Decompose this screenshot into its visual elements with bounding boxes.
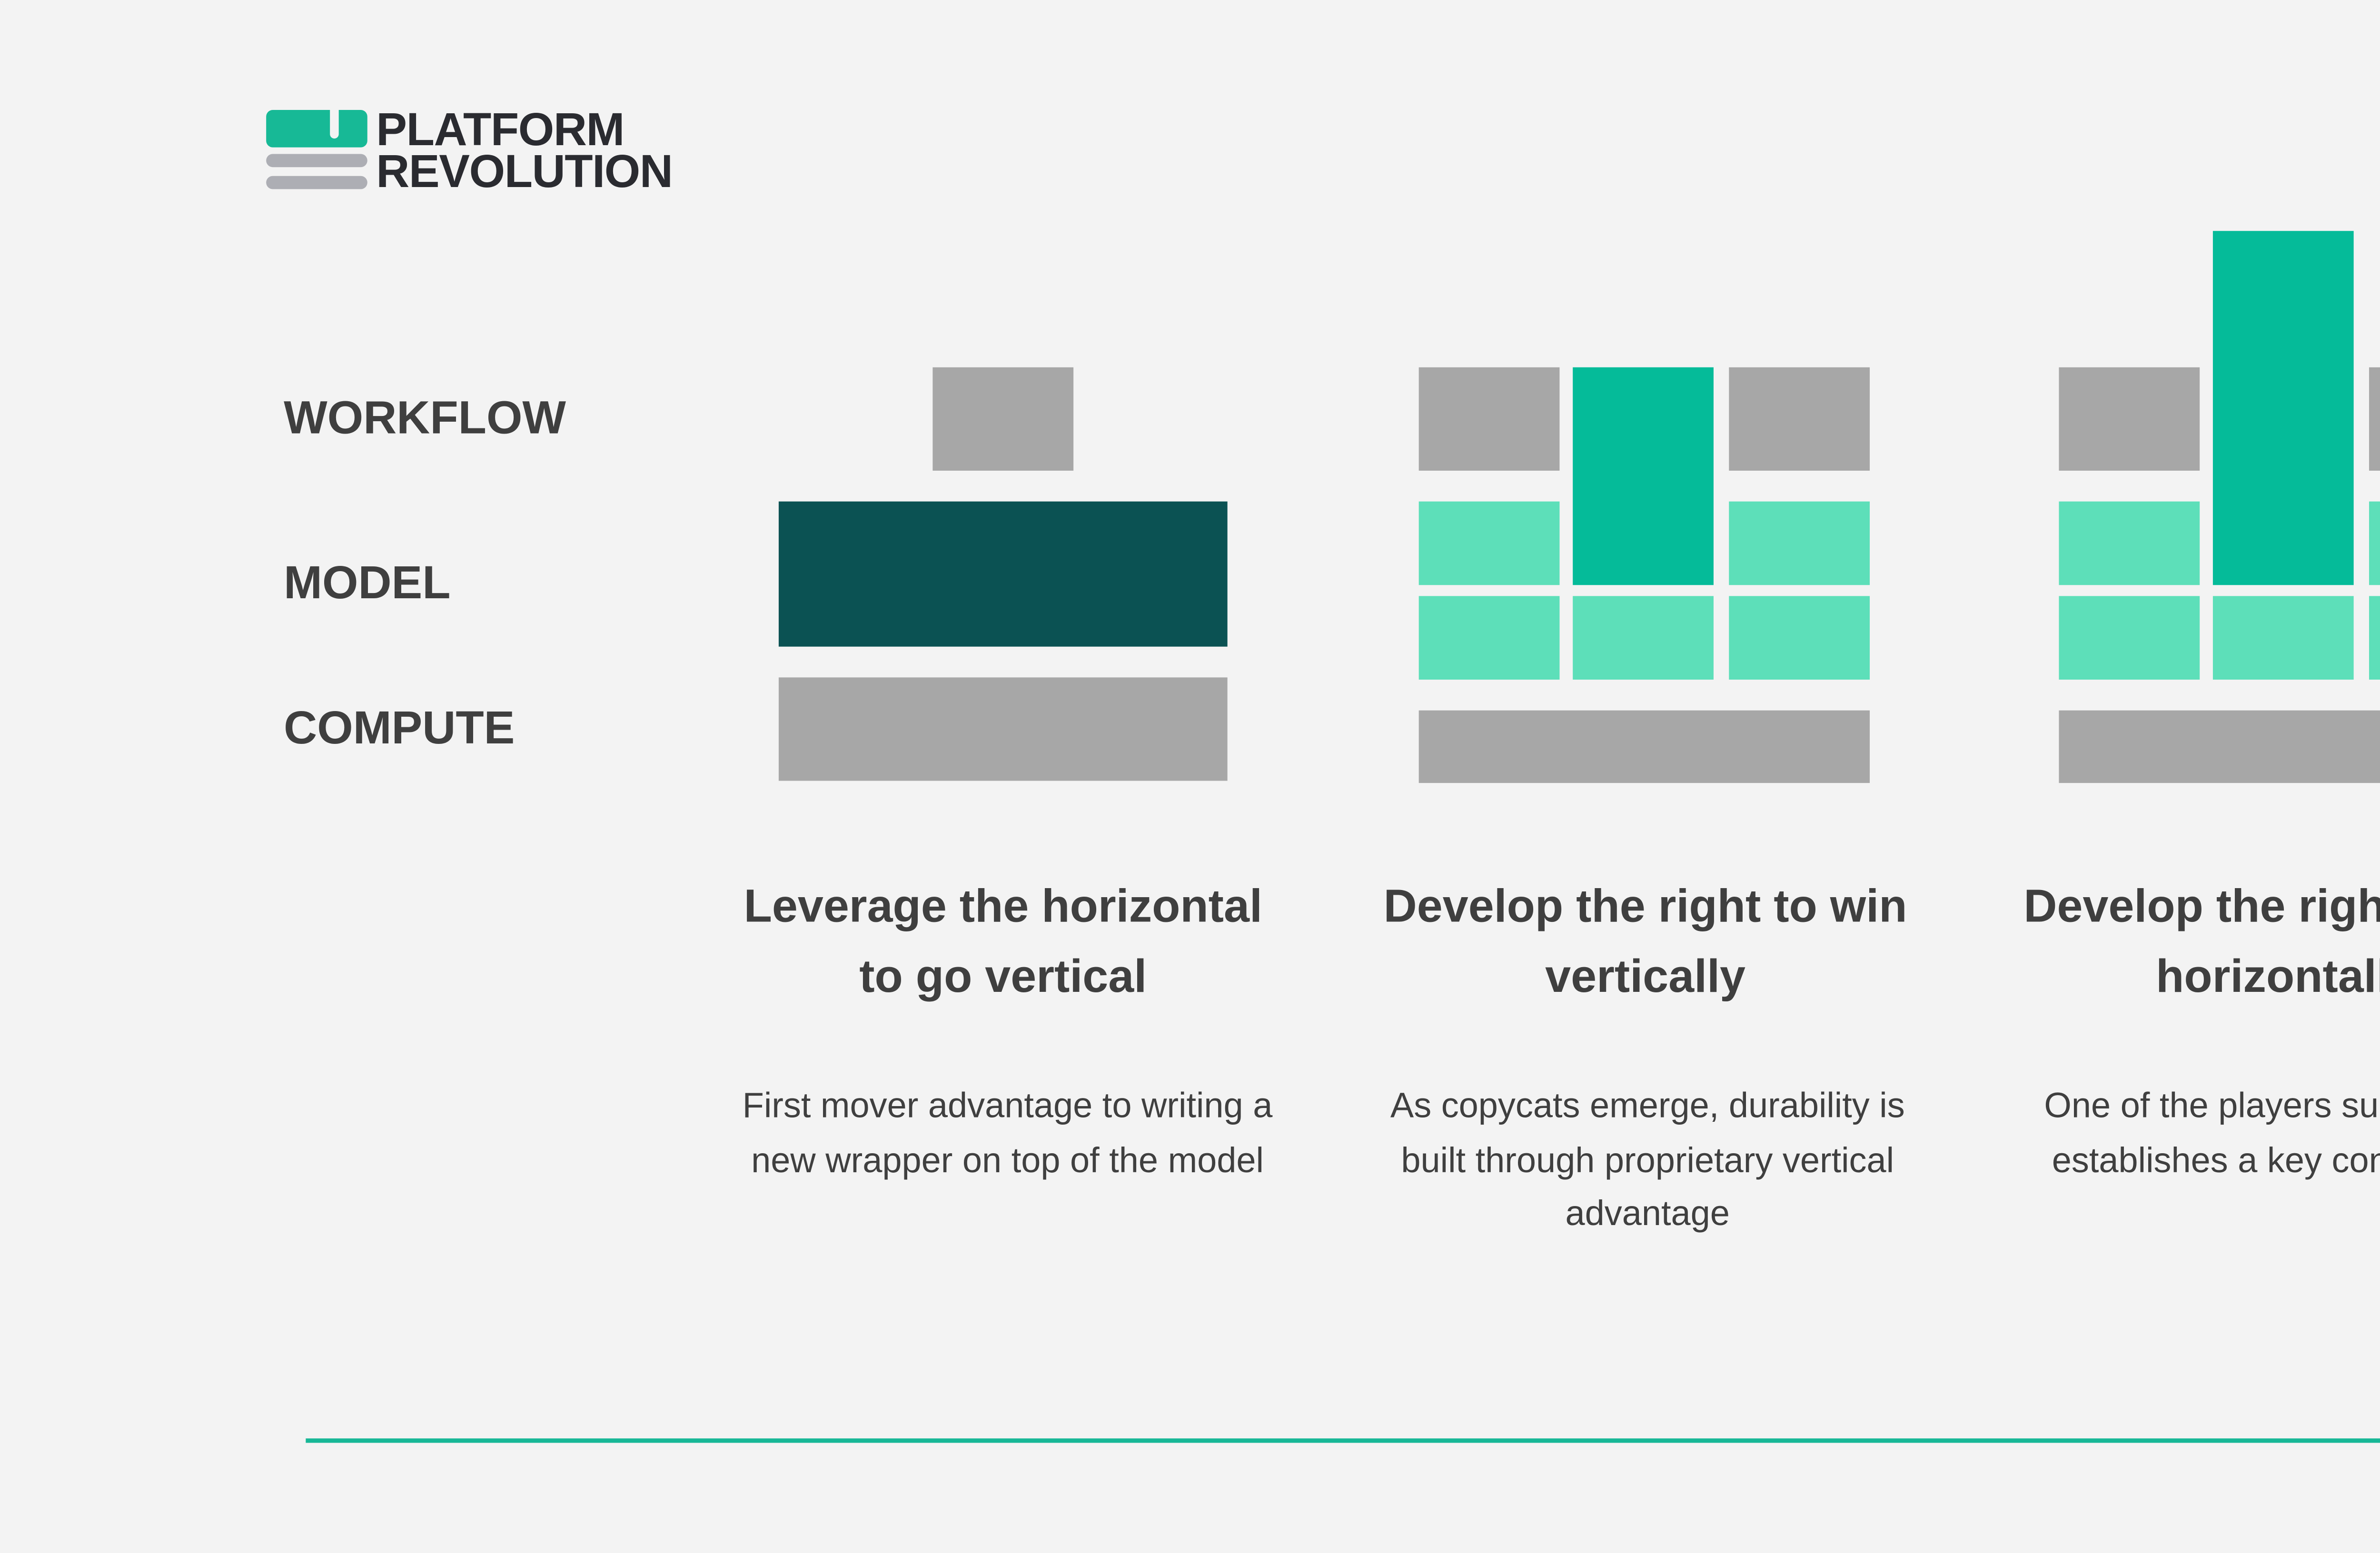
model-block xyxy=(1729,596,1870,680)
description-line: establishes a key control point xyxy=(2052,1142,2380,1180)
description-line: First mover advantage to writing a xyxy=(742,1088,1273,1127)
model-block xyxy=(1418,596,1560,680)
model-block xyxy=(2059,501,2200,585)
layer-label-compute: COMPUTE xyxy=(284,703,515,755)
layer-label-workflow: WORKFLOW xyxy=(284,394,566,445)
description-line: new wrapper on top of the model xyxy=(751,1142,1264,1180)
description-line: built through proprietary vertical xyxy=(1401,1142,1894,1180)
vertical-block-tall xyxy=(1573,367,1714,585)
model-block xyxy=(1418,501,1560,585)
column-1-description: First mover advantage to writing a new w… xyxy=(677,1082,1337,1190)
layer-label-model: MODEL xyxy=(284,558,451,610)
title-line: to go vertical xyxy=(859,952,1147,1003)
compute-block xyxy=(2059,710,2380,783)
title-line: horizontally xyxy=(2156,952,2380,1003)
title-line: Leverage the horizontal xyxy=(744,882,1262,933)
column-3-title: Develop the right to win horizontally xyxy=(1955,873,2380,1014)
workflow-block-left xyxy=(2059,367,2200,471)
workflow-block-right xyxy=(2369,367,2380,471)
model-block xyxy=(2369,501,2380,585)
model-block xyxy=(1573,596,1714,680)
column-2-title: Develop the right to win vertically xyxy=(1315,873,1975,1014)
compute-block xyxy=(778,677,1228,781)
description-line: advantage xyxy=(1565,1196,1730,1234)
title-line: Develop the right to win xyxy=(1383,882,1907,933)
logo-line-1: PLATFORM xyxy=(376,105,625,157)
logo-mark-icon xyxy=(266,110,367,189)
description-line: As copycats emerge, durability is xyxy=(1390,1088,1905,1127)
footer-divider xyxy=(306,1438,2380,1443)
model-block xyxy=(778,501,1228,647)
model-block xyxy=(2059,596,2200,680)
title-line: Develop the right to win xyxy=(2023,882,2380,933)
compute-block xyxy=(1418,710,1870,783)
workflow-block-right xyxy=(1729,367,1870,471)
model-block xyxy=(2212,596,2354,680)
description-line: One of the players successfully xyxy=(2044,1088,2380,1127)
column-2-description: As copycats emerge, durability is built … xyxy=(1318,1082,1977,1244)
column-1-title: Leverage the horizontal to go vertical xyxy=(673,873,1333,1014)
workflow-block xyxy=(932,367,1074,471)
control-point-block-tall xyxy=(2212,231,2354,585)
title-line: vertically xyxy=(1545,952,1746,1003)
model-block xyxy=(1729,501,1870,585)
model-block xyxy=(2369,596,2380,680)
logo-line-2: REVOLUTION xyxy=(376,147,673,198)
column-3-description: One of the players successfully establis… xyxy=(1958,1082,2380,1190)
workflow-block-left xyxy=(1418,367,1560,471)
